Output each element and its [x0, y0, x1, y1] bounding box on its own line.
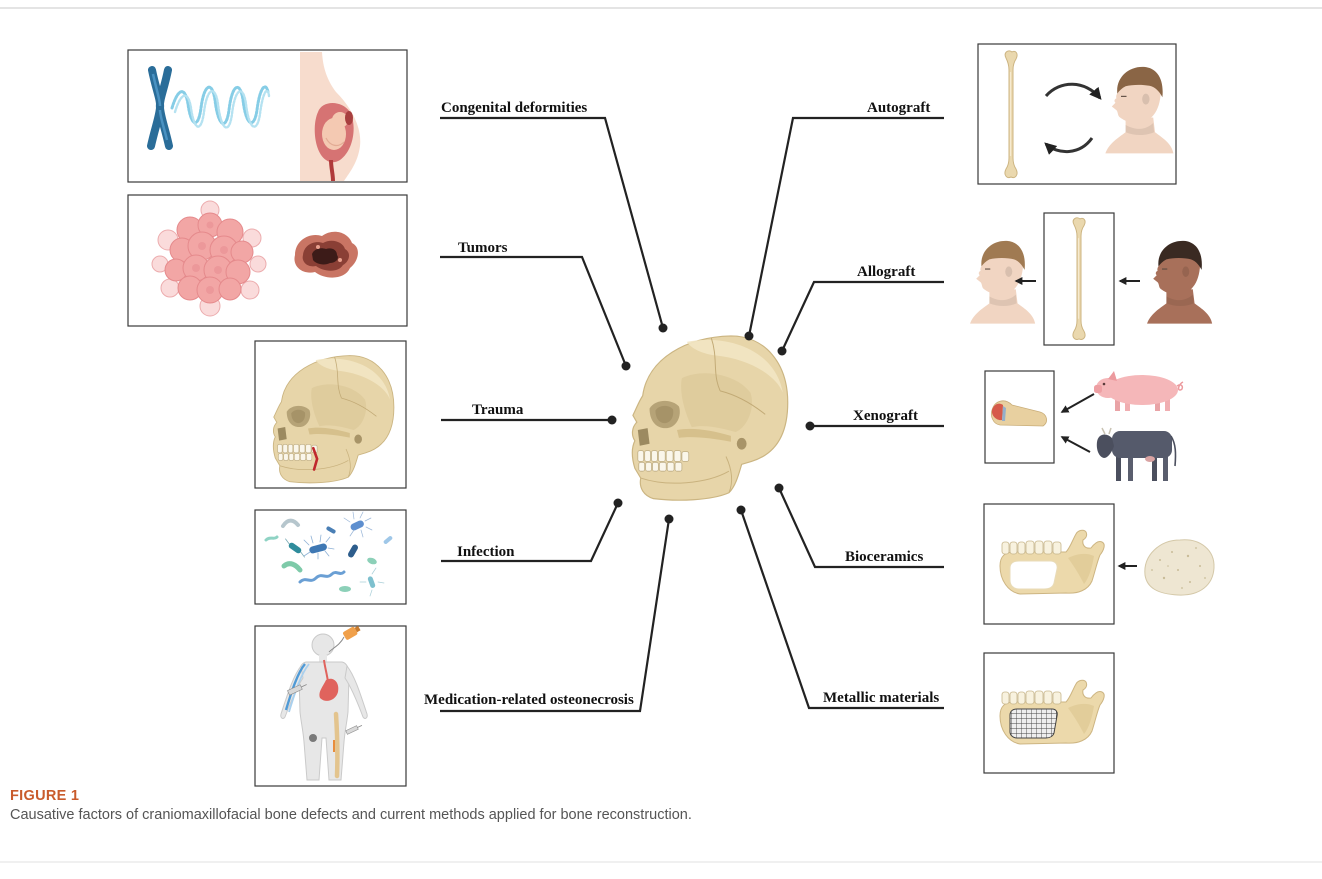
connector-dot: [778, 347, 787, 356]
label-bioceramics: Bioceramics: [845, 549, 923, 565]
connector-dot: [737, 506, 746, 515]
label-xenograft: Xenograft: [853, 408, 918, 424]
figure-number: FIGURE 1: [10, 787, 79, 805]
panel-metallic-materials: [984, 653, 1114, 773]
panel-frame: [255, 510, 406, 604]
connector-dot: [806, 422, 815, 431]
connector-congenital-deformities: [440, 118, 663, 328]
connector-dot: [775, 484, 784, 493]
panel-bioceramics: [984, 504, 1214, 624]
connector-dot: [745, 332, 754, 341]
label-autograft: Autograft: [867, 100, 930, 116]
arrow-from-pig: [1062, 394, 1094, 412]
label-medication-related-osteonecrosis: Medication-related osteonecrosis: [424, 692, 634, 708]
connector-dot: [614, 499, 623, 508]
connector-dot: [608, 416, 617, 425]
cow-icon: [1097, 428, 1176, 481]
label-tumors: Tumors: [458, 240, 508, 256]
recipient-head-icon: [970, 241, 1035, 324]
panel-trauma: [255, 341, 406, 488]
label-congenital-deformities: Congenital deformities: [441, 100, 587, 116]
panel-medication-related-osteonecrosis: [255, 624, 406, 786]
connector-tumors: [440, 257, 626, 366]
connector-dot: [622, 362, 631, 371]
tumor-tissue-icon: [294, 232, 357, 278]
donor-head-icon: [1147, 241, 1212, 324]
panel-infection: [255, 510, 406, 604]
label-infection: Infection: [457, 544, 515, 560]
panel-allograft: [970, 213, 1212, 345]
metal-mesh: [1010, 709, 1057, 738]
label-trauma: Trauma: [472, 402, 524, 418]
label-allograft: Allograft: [857, 264, 915, 280]
connector-metallic-materials: [741, 510, 944, 708]
ceramic-powder-icon: [1145, 540, 1214, 595]
panel-autograft: [978, 44, 1176, 184]
connector-dot: [665, 515, 674, 524]
pig-icon: [1094, 371, 1183, 411]
leg-bone-icon: [336, 714, 337, 776]
connector-allograft: [782, 282, 944, 351]
panel-tumors: [128, 195, 407, 326]
panel-xenograft: [985, 371, 1183, 481]
panel-congenital-deformities: [128, 50, 407, 182]
connector-dot: [659, 324, 668, 333]
figure-caption: Causative factors of craniomaxillofacial…: [10, 806, 692, 824]
skull-icon: [632, 336, 787, 500]
connector-autograft: [749, 118, 944, 336]
arrow-from-cow: [1062, 437, 1090, 452]
ceramic-implant: [1010, 561, 1057, 589]
label-metallic-materials: Metallic materials: [823, 690, 939, 706]
